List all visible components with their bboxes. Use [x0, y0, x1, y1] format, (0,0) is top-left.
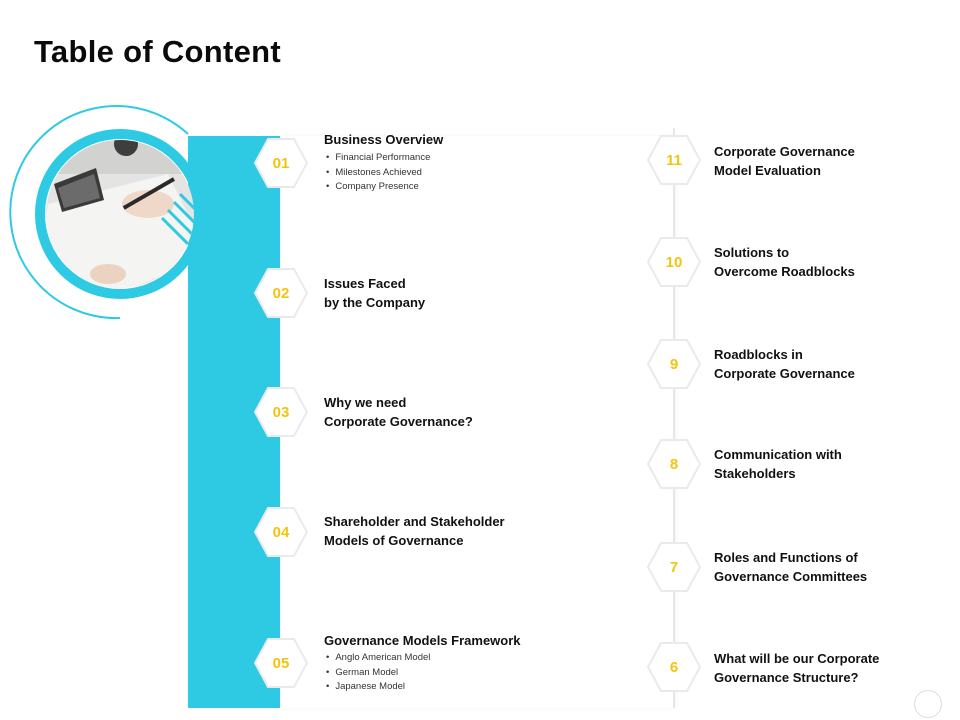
- hex-number: 9: [669, 355, 679, 373]
- hex-number: 04: [272, 523, 290, 541]
- hex-marker-01: 01: [254, 136, 308, 190]
- hex-marker-05: 05: [254, 636, 308, 690]
- hex-number: 6: [669, 658, 679, 676]
- hex-marker-7: 7: [647, 540, 701, 594]
- hex-number: 8: [669, 455, 679, 473]
- hex-marker-03: 03: [254, 385, 308, 439]
- toc-item-roles-functions[interactable]: Roles and Functions of Governance Commit…: [714, 550, 868, 584]
- content-panel: [280, 136, 674, 708]
- toc-item-communication[interactable]: Communication with Stakeholders: [714, 447, 842, 481]
- toc-item-governance-structure[interactable]: What will be our Corporate Governance St…: [714, 651, 880, 685]
- toc-item-models-framework[interactable]: Governance Models Framework: [324, 633, 521, 648]
- timeline-spine: [673, 128, 675, 708]
- bullet-item: German Model: [326, 666, 430, 681]
- hex-number: 10: [665, 253, 683, 271]
- bullet-item: Financial Performance: [326, 151, 430, 166]
- hex-marker-11: 11: [647, 133, 701, 187]
- writing-photo: [8, 104, 224, 320]
- toc-item-roadblocks[interactable]: Roadblocks in Corporate Governance: [714, 347, 855, 381]
- toc-item-why-governance[interactable]: Why we need Corporate Governance?: [324, 395, 473, 429]
- corner-circle-decoration: [914, 690, 942, 718]
- page-title: Table of Content: [34, 34, 282, 69]
- hex-marker-02: 02: [254, 266, 308, 320]
- bullet-list-models-framework: Anglo American Model German Model Japane…: [326, 651, 430, 695]
- toc-item-solutions-roadblocks[interactable]: Solutions to Overcome Roadblocks: [714, 245, 855, 279]
- toc-item-business-overview[interactable]: Business Overview: [324, 132, 444, 147]
- bullet-item: Japanese Model: [326, 680, 430, 695]
- bullet-item: Anglo American Model: [326, 651, 430, 666]
- hex-number: 02: [272, 284, 290, 302]
- hex-marker-8: 8: [647, 437, 701, 491]
- hex-marker-10: 10: [647, 235, 701, 289]
- hex-number: 01: [272, 154, 290, 172]
- bullet-list-business-overview: Financial Performance Milestones Achieve…: [326, 151, 430, 195]
- hex-marker-04: 04: [254, 505, 308, 559]
- toc-item-model-evaluation[interactable]: Corporate Governance Model Evaluation: [714, 144, 855, 178]
- hex-marker-6: 6: [647, 640, 701, 694]
- toc-item-issues-faced[interactable]: Issues Faced by the Company: [324, 276, 426, 310]
- hex-number: 03: [272, 403, 290, 421]
- hex-number: 11: [666, 151, 682, 169]
- toc-item-governance-models[interactable]: Shareholder and Stakeholder Models of Go…: [324, 514, 505, 548]
- hex-number: 7: [669, 558, 679, 576]
- hex-marker-9: 9: [647, 337, 701, 391]
- bullet-item: Milestones Achieved: [326, 166, 430, 181]
- bullet-item: Company Presence: [326, 180, 430, 195]
- hex-number: 05: [272, 654, 290, 672]
